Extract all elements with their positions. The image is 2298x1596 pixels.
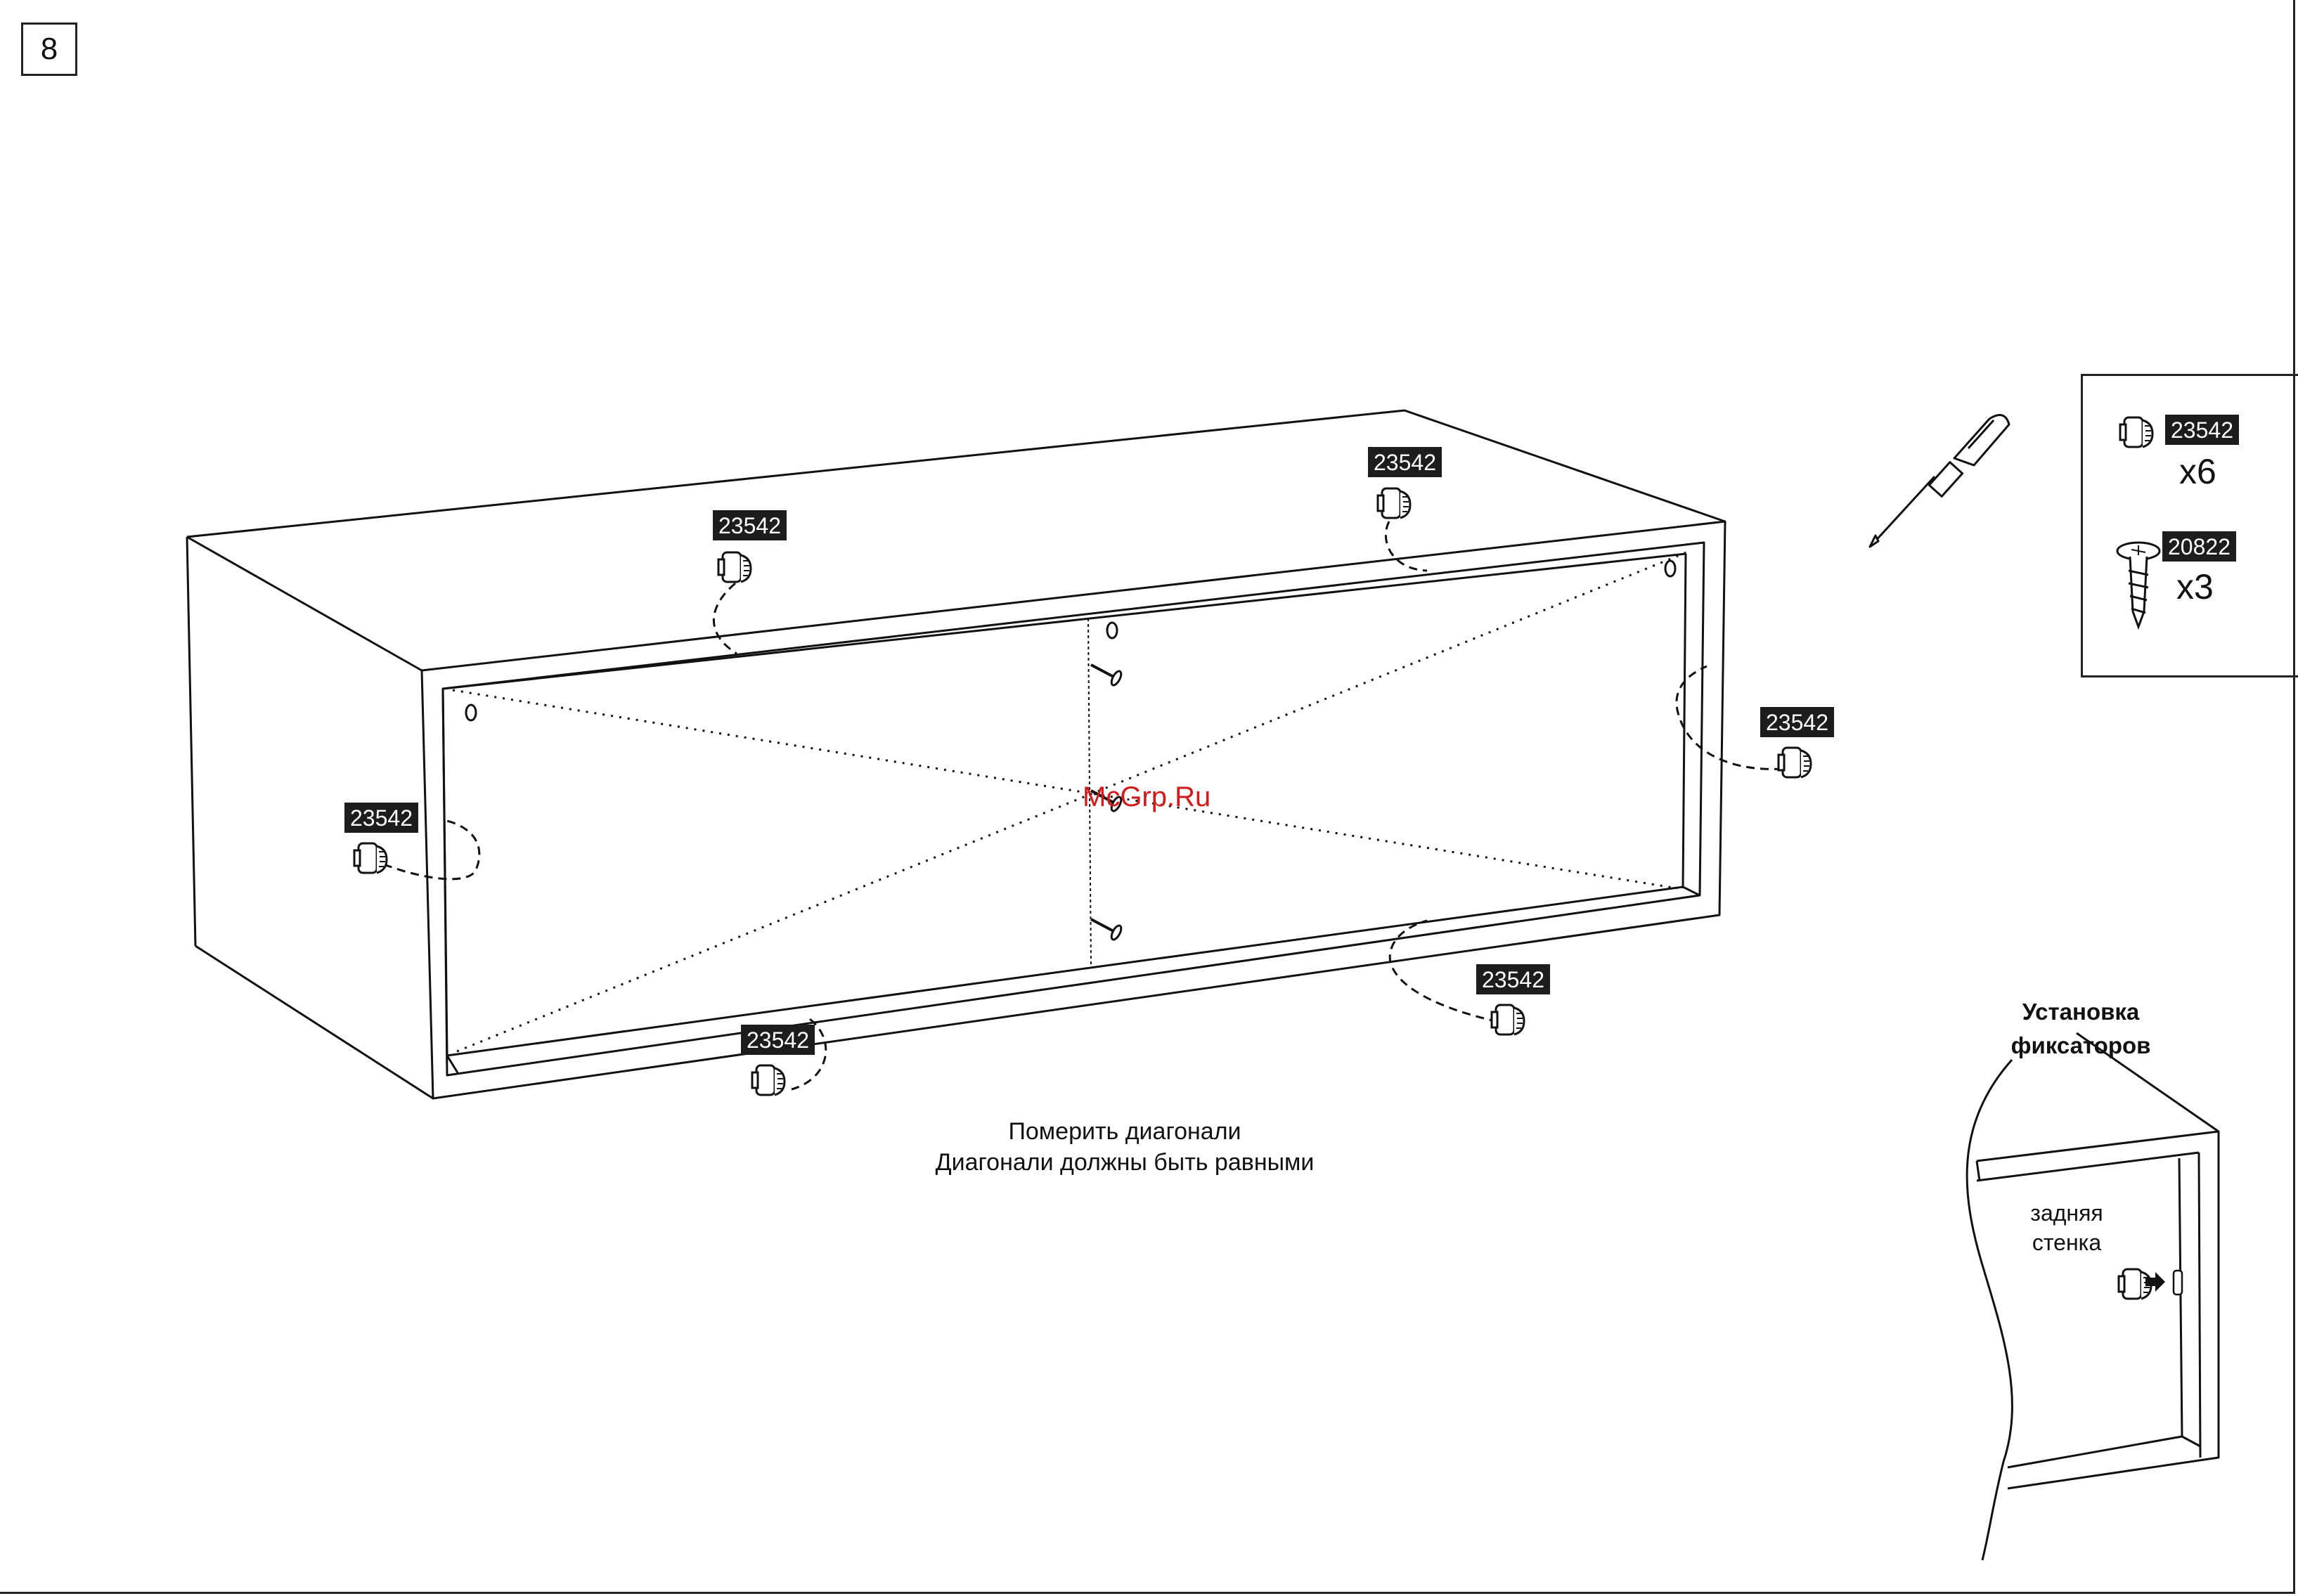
drill-holes [466, 561, 1675, 720]
detail-title-line-1: Установка [1961, 995, 2200, 1029]
back-panel-label-line-1: задняя [2003, 1198, 2130, 1228]
detail-title: Установка фиксаторов [1961, 995, 2200, 1063]
detail-clip-insertion [2119, 1269, 2182, 1299]
watermark: McGrp.Ru [1083, 781, 1211, 813]
part-tag: 23542 [344, 803, 418, 833]
part-tag: 23542 [1760, 707, 1834, 737]
parts-list-code: 20822 [2162, 531, 2236, 562]
part-tag: 23542 [741, 1025, 815, 1055]
caption-line-2: Диагонали должны быть равными [844, 1147, 1406, 1178]
caption-line-1: Померить диагонали [844, 1116, 1406, 1147]
back-panel-label: задняя стенка [2003, 1198, 2130, 1257]
part-tag: 23542 [1476, 964, 1550, 994]
back-panel-label-line-2: стенка [2003, 1228, 2130, 1257]
part-tag: 23542 [713, 510, 787, 540]
screwdriver-icon [1870, 415, 2009, 547]
cabinet-drawing [187, 410, 1725, 1098]
detail-title-line-2: фиксаторов [1961, 1029, 2200, 1063]
instruction-caption: Померить диагонали Диагонали должны быть… [844, 1116, 1406, 1178]
parts-list-code: 23542 [2165, 415, 2239, 445]
parts-list-quantity: x6 [2179, 451, 2216, 492]
detail-inset-drawing [1967, 1033, 2219, 1560]
parts-list-quantity: x3 [2176, 566, 2214, 607]
part-tag: 23542 [1368, 447, 1442, 477]
